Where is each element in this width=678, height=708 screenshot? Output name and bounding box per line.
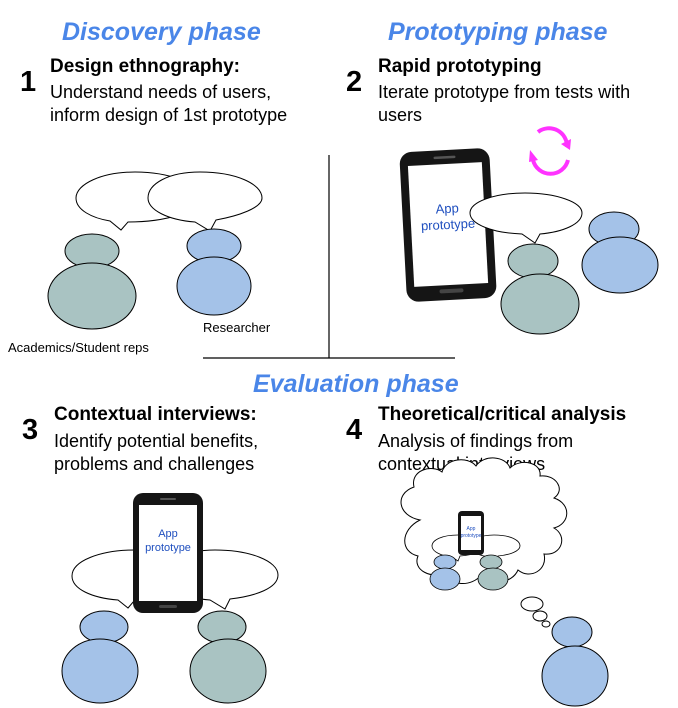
phone-text-line-2: prototype [145, 542, 191, 554]
refresh-icon [529, 126, 571, 176]
speech-bubble-right [147, 171, 263, 232]
mini-user-head [479, 554, 503, 570]
phone-text-line-1: App [158, 528, 178, 540]
section-2-body: Iterate prototype from tests with users [378, 81, 630, 127]
mini-phone-text-line-1: App [467, 526, 476, 532]
panel-1-art [47, 171, 263, 330]
evaluation-phase-heading: Evaluation phase [253, 370, 459, 398]
discovery-phase-heading: Discovery phase [62, 18, 261, 46]
section-2-line-1: Iterate prototype from tests with [378, 82, 631, 102]
phone-icon: App prototype [133, 493, 203, 613]
mini-phone-icon: App prototype [458, 511, 484, 555]
thought-bubble-small [541, 620, 551, 628]
section-1-line-2: inform design of 1st prototype [50, 105, 288, 125]
section-4-number: 4 [346, 414, 363, 446]
researcher-body [61, 638, 139, 704]
section-1-body: Understand needs of users, inform design… [50, 81, 287, 127]
section-2-title: Rapid prototyping [378, 56, 542, 77]
phone-icon: App prototype [399, 148, 497, 302]
mini-user-body [477, 567, 509, 591]
user-body [189, 638, 267, 704]
thought-bubble-large [520, 596, 544, 612]
section-3-title: Contextual interviews: [54, 404, 257, 425]
section-3-line-2: problems and challenges [54, 454, 255, 474]
user-head [507, 243, 559, 279]
panel-3-art: App prototype [61, 493, 279, 704]
user-head [197, 610, 247, 644]
panel-4-art: App prototype [400, 457, 609, 707]
section-4-title: Theoretical/critical analysis [378, 404, 627, 425]
section-1-line-1: Understand needs of users, [50, 82, 272, 102]
mini-phone-text-line-2: prototype [461, 533, 482, 539]
phone-text-line-2: prototype [421, 216, 476, 234]
researcher-label: Researcher [203, 320, 271, 335]
prototyping-phase-heading: Prototyping phase [388, 18, 608, 46]
section-2-number: 2 [346, 66, 363, 98]
section-2-line-2: users [378, 105, 423, 125]
section-3-number: 3 [22, 414, 39, 446]
thinker-head [551, 616, 593, 648]
researcher-head [79, 610, 129, 644]
section-1-title: Design ethnography: [50, 56, 241, 77]
thought-bubble-medium [532, 610, 548, 622]
section-1-number: 1 [20, 66, 37, 98]
user-body [500, 273, 580, 335]
section-3-body: Identify potential benefits, problems an… [54, 430, 258, 476]
researcher-body [176, 256, 252, 316]
phone-text-line-1: App [435, 200, 459, 216]
academic-body [47, 262, 137, 330]
researcher-body [581, 236, 659, 294]
mini-researcher-head [433, 554, 457, 570]
section-3-line-1: Identify potential benefits, [54, 431, 259, 451]
mini-researcher-body [429, 567, 461, 591]
thinker-body [541, 645, 609, 707]
section-4-line-1: Analysis of findings from [378, 431, 574, 451]
panel-2-art: App prototype [399, 126, 659, 335]
academics-label: Academics/Student reps [8, 340, 149, 355]
speech-bubble [469, 192, 583, 244]
